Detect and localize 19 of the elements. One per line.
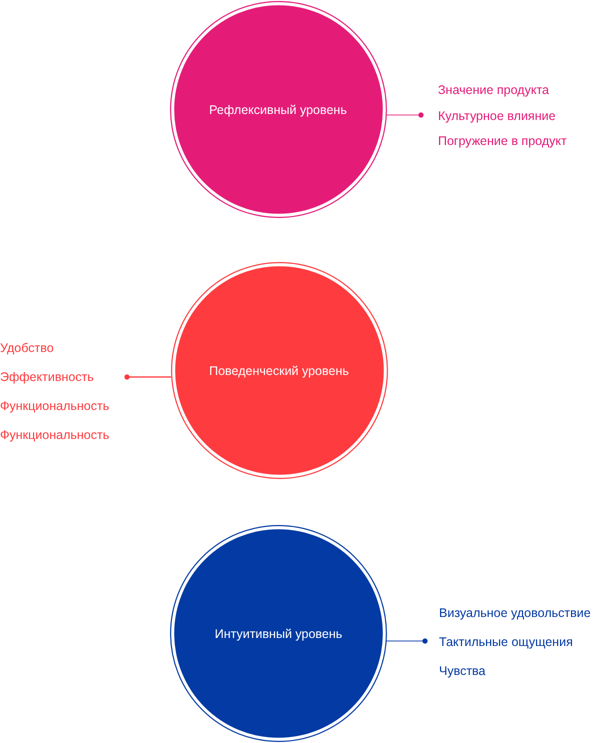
leader-line [386,638,428,644]
level-circle [170,1,386,218]
feature-label: Чувства [439,663,486,679]
level-title: Интуитивный уровень [214,626,342,642]
feature-label: Значение продукта [438,82,549,98]
leader-line [124,374,172,380]
level-circle [170,525,387,742]
feature-label: Визуальное удовольствие [439,605,591,621]
level-circle [170,262,388,479]
feature-label: Эффективность [0,369,94,385]
level-title: Поведенческий уровень [209,362,349,378]
feature-label: Тактильные ощущения [439,634,573,650]
leader-line [386,112,424,118]
feature-label: Удобство [0,340,54,356]
level-title: Рефлексивный уровень [209,102,347,118]
feature-label: Культурное влияние [438,108,556,124]
feature-label: Функциональность [0,427,110,443]
feature-label: Погружение в продукт [438,133,567,149]
feature-label: Функциональность [0,398,110,414]
